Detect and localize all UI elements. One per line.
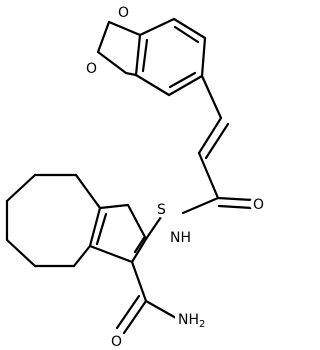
sulfur-atom-label: S xyxy=(157,202,166,218)
bond xyxy=(167,74,204,97)
bond xyxy=(130,260,148,303)
bond xyxy=(122,299,148,335)
bond xyxy=(138,17,176,37)
carboxamide-group xyxy=(115,260,178,335)
thiophene-ring xyxy=(88,203,163,264)
bond xyxy=(197,151,220,200)
bond xyxy=(144,215,163,241)
bond xyxy=(107,20,142,37)
bond xyxy=(141,38,149,73)
bond xyxy=(200,36,207,78)
oxygen-atom-label: O xyxy=(253,197,264,213)
bond xyxy=(134,33,142,77)
bond xyxy=(216,196,254,202)
bond xyxy=(134,73,171,97)
propenamide-linker xyxy=(181,74,254,215)
structure-canvas: O O S O NH NH2 O xyxy=(5,3,268,350)
bond xyxy=(168,71,197,89)
molecule-structure: O O S O NH NH2 O xyxy=(5,3,268,350)
bond xyxy=(88,206,102,248)
cyclooctane-ring xyxy=(5,173,102,268)
bond xyxy=(173,25,200,44)
oxygen-atom-label: O xyxy=(86,61,97,77)
amine-nh2-label: NH2 xyxy=(178,312,205,330)
bond xyxy=(126,203,148,241)
bond xyxy=(5,238,37,268)
oxygen-atom-label: O xyxy=(111,334,122,350)
bond xyxy=(181,196,220,215)
bond xyxy=(95,212,108,246)
atom-labels: O O S O NH NH2 O xyxy=(84,3,268,350)
amide-nh-label: NH xyxy=(170,230,191,246)
bond xyxy=(98,203,130,210)
bond xyxy=(133,236,146,254)
bond xyxy=(197,116,223,155)
bond xyxy=(144,299,178,320)
bond xyxy=(72,244,92,268)
bond xyxy=(5,173,37,203)
bond xyxy=(130,237,148,264)
bond xyxy=(217,204,254,210)
bond xyxy=(115,294,141,330)
bond xyxy=(96,50,128,75)
oxygen-atom-label: O xyxy=(118,5,129,21)
bond xyxy=(200,74,223,120)
bond xyxy=(96,20,111,54)
benzodioxole-group xyxy=(96,17,207,97)
bond xyxy=(172,17,207,40)
bond xyxy=(124,71,138,77)
bond xyxy=(204,122,230,160)
bond xyxy=(88,244,134,264)
bond xyxy=(74,173,102,210)
